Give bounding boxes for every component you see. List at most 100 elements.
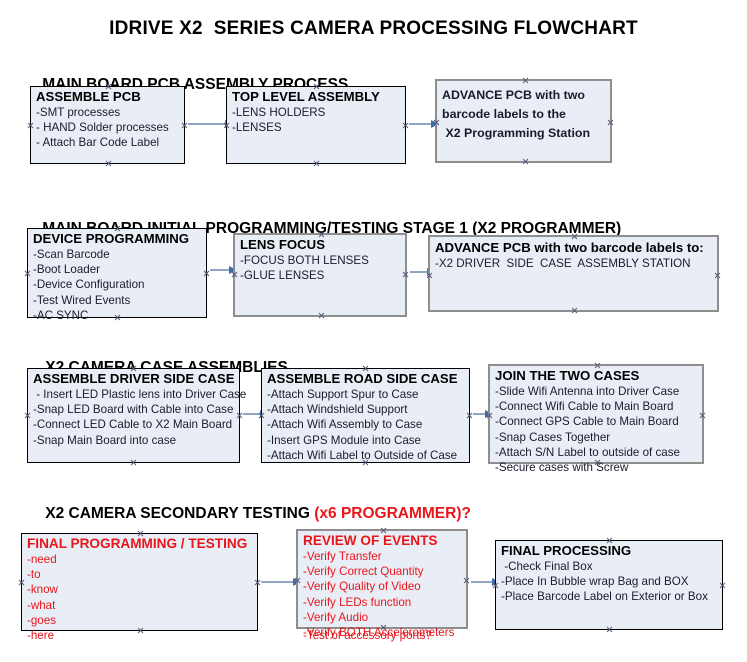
- connection-handle-bottom[interactable]: [318, 312, 325, 319]
- connection-handle-bottom[interactable]: [606, 626, 613, 633]
- node-final-programming-testing[interactable]: FINAL PROGRAMMING / TESTING -need -to -k…: [18, 533, 261, 642]
- node-lens-focus[interactable]: LENS FOCUS -FOCUS BOTH LENSES -GLUE LENS…: [233, 233, 407, 317]
- node-line: - Insert LED Plastic lens into Driver Ca…: [33, 388, 247, 401]
- arrow-review-of-events-to-final-processing: [471, 577, 500, 586]
- connection-handle-left[interactable]: [18, 579, 25, 586]
- node-review-of-events[interactable]: REVIEW OF EVENTS -Verify Transfer -Verif…: [294, 529, 470, 642]
- connection-handle-bottom[interactable]: [313, 160, 320, 167]
- connection-handle-bottom[interactable]: [105, 160, 112, 167]
- connection-handle-bottom[interactable]: [522, 158, 529, 165]
- node-title: ADVANCE PCB with two barcode labels to:: [435, 240, 704, 255]
- connection-handle-right[interactable]: [699, 412, 706, 419]
- node-line: -Check Final Box: [501, 560, 593, 573]
- connection-handle-right[interactable]: [719, 582, 726, 589]
- node-body: ASSEMBLE PCB -SMT processes - HAND Solde…: [36, 89, 182, 151]
- connection-handle-top[interactable]: [522, 77, 529, 84]
- node-line: -AC SYNC: [33, 308, 89, 322]
- node-line: -Attach Windshield Support: [267, 403, 408, 417]
- connection-handle-right[interactable]: [402, 271, 409, 278]
- node-line: -Snap LED Board with Cable into Case: [33, 403, 234, 417]
- node-title: JOIN THE TWO CASES: [495, 368, 640, 383]
- node-body: DEVICE PROGRAMMING -Scan Barcode -Boot L…: [33, 231, 204, 323]
- node-line: -Scan Barcode: [33, 248, 110, 261]
- node-title: FINAL PROGRAMMING / TESTING: [27, 536, 248, 551]
- node-line: ADVANCE PCB with two: [442, 88, 585, 102]
- node-title: REVIEW OF EVENTS: [303, 533, 438, 548]
- connection-handle-right[interactable]: [463, 577, 470, 584]
- node-line: barcode labels to the: [442, 107, 566, 121]
- node-line: -Verify Correct Quantity: [303, 565, 424, 579]
- connection-handle-right[interactable]: [466, 412, 473, 419]
- connection-handle-right[interactable]: [203, 270, 210, 277]
- node-body: ADVANCE PCB with two barcode labels to t…: [442, 86, 608, 143]
- node-line: -Attach Support Spur to Case: [267, 388, 419, 401]
- node-line: -what: [27, 598, 56, 612]
- node-advance-pcb-to-x2-programming-station[interactable]: ADVANCE PCB with two barcode labels to t…: [435, 79, 612, 163]
- connection-handle-top[interactable]: [571, 233, 578, 240]
- connection-handle-left[interactable]: [24, 270, 31, 277]
- arrow-lens-focus-to-advance-pcb: [410, 267, 435, 276]
- node-line: -need: [27, 553, 57, 566]
- node-line: -goes: [27, 613, 57, 627]
- connection-handle-right[interactable]: [236, 412, 243, 419]
- node-line: -Snap Main Board into case: [33, 433, 177, 447]
- node-device-programming[interactable]: DEVICE PROGRAMMING -Scan Barcode -Boot L…: [24, 228, 210, 322]
- node-line: -Secure cases with Screw: [495, 461, 629, 475]
- connection-handle-left[interactable]: [294, 577, 301, 584]
- node-advance-pcb-to-driver-side-case[interactable]: ADVANCE PCB with two barcode labels to: …: [428, 235, 719, 312]
- node-top-level-assembly[interactable]: TOP LEVEL ASSEMBLY -LENS HOLDERS -LENSES: [226, 86, 406, 164]
- node-body: LENS FOCUS -FOCUS BOTH LENSES -GLUE LENS…: [240, 237, 403, 283]
- node-line: -to: [27, 568, 41, 582]
- node-body: FINAL PROCESSING -Check Final Box -Place…: [501, 543, 720, 605]
- node-body: TOP LEVEL ASSEMBLY -LENS HOLDERS -LENSES: [232, 89, 403, 135]
- node-assemble-pcb[interactable]: ASSEMBLE PCB -SMT processes - HAND Solde…: [30, 86, 185, 164]
- node-line: -GLUE LENSES: [240, 269, 325, 283]
- node-line: -Slide Wifi Antenna into Driver Case: [495, 385, 680, 398]
- node-line: -Attach Wifi Label to Outside of Case: [267, 448, 458, 462]
- node-line: -Connect LED Cable to X2 Main Board: [33, 418, 233, 432]
- connection-handle-left[interactable]: [486, 412, 493, 419]
- connection-handle-right[interactable]: [402, 122, 409, 129]
- connection-handle-bottom[interactable]: [130, 459, 137, 466]
- node-line: -Verify BOTH Accelerometers: [303, 626, 455, 640]
- connection-handle-right[interactable]: [181, 122, 188, 129]
- node-line: -Attach Wifi Assembly to Case: [267, 418, 423, 432]
- node-line: -LENSES: [232, 121, 282, 135]
- node-body: ADVANCE PCB with two barcode labels to: …: [435, 240, 715, 272]
- node-assemble-driver-side-case[interactable]: ASSEMBLE DRIVER SIDE CASE - Insert LED P…: [24, 368, 247, 466]
- node-line: -Insert GPS Module into Case: [267, 433, 422, 447]
- node-title: FINAL PROCESSING: [501, 543, 632, 558]
- node-line: -here: [27, 629, 55, 643]
- node-line: -Test Wired Events: [33, 293, 131, 307]
- node-line: -Verify LEDs function: [303, 595, 412, 609]
- node-line: -Verify Audio: [303, 610, 369, 624]
- page-title: IDRIVE X2 SERIES CAMERA PROCESSING FLOWC…: [109, 18, 638, 39]
- connection-handle-left[interactable]: [426, 272, 433, 279]
- section-heading-text: X2 CAMERA SECONDARY TESTING: [45, 505, 315, 522]
- node-overflow-line: -Test of accessory ports?: [303, 629, 432, 642]
- connection-handle-left[interactable]: [27, 122, 34, 129]
- arrow-device-programming-to-lens-focus: [210, 265, 237, 274]
- node-title: ASSEMBLE ROAD SIDE CASE: [267, 371, 458, 386]
- node-line: -Verify Transfer: [303, 550, 382, 563]
- connection-handle-right[interactable]: [714, 272, 721, 279]
- node-join-the-two-cases[interactable]: JOIN THE TWO CASES -Slide Wifi Antenna i…: [486, 364, 706, 474]
- node-line: -know: [27, 583, 58, 597]
- node-line: X2 Programming Station: [442, 126, 591, 140]
- node-line: -Connect Wifi Cable to Main Board: [495, 400, 674, 414]
- connection-handle-left[interactable]: [231, 271, 238, 278]
- connection-handle-bottom[interactable]: [571, 307, 578, 314]
- node-line: -Snap Cases Together: [495, 430, 611, 444]
- connection-handle-right[interactable]: [254, 579, 261, 586]
- node-assemble-road-side-case[interactable]: ASSEMBLE ROAD SIDE CASE -Attach Support …: [261, 368, 470, 463]
- node-line: -Place In Bubble wrap Bag and BOX: [501, 575, 689, 589]
- node-body: FINAL PROGRAMMING / TESTING -need -to -k…: [27, 536, 255, 643]
- connection-handle-left[interactable]: [24, 412, 31, 419]
- connection-handle-right[interactable]: [607, 119, 614, 126]
- node-final-processing[interactable]: FINAL PROCESSING -Check Final Box -Place…: [495, 540, 723, 630]
- arrow-top-level-to-advance-pcb: [409, 119, 439, 128]
- node-body: ASSEMBLE DRIVER SIDE CASE - Insert LED P…: [33, 371, 247, 448]
- connection-handle-left[interactable]: [433, 119, 440, 126]
- node-line: -FOCUS BOTH LENSES: [240, 254, 369, 267]
